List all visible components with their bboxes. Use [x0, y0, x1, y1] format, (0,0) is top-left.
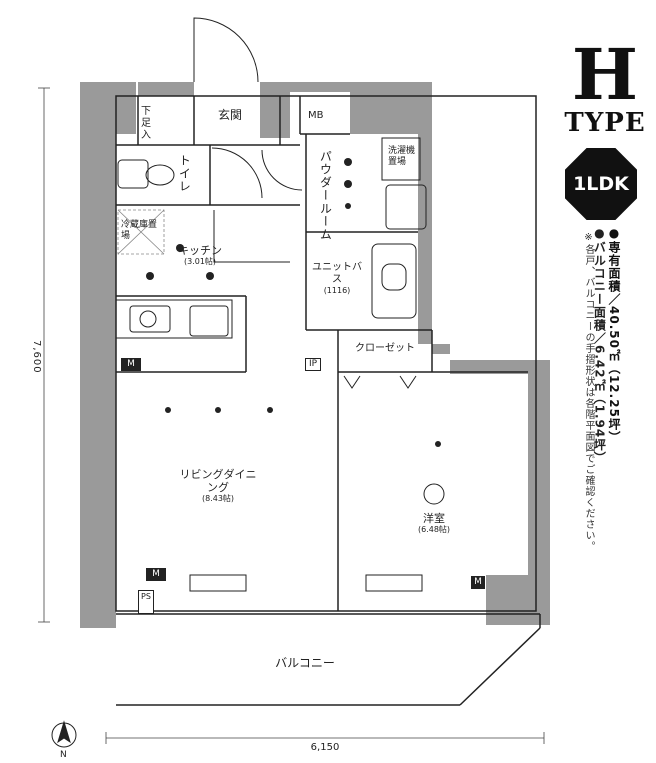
interior-walls — [115, 95, 541, 706]
room-bedroom: 洋室 (6.48帖) — [404, 512, 464, 535]
kitchen-name: キッチン — [178, 244, 222, 257]
kitchen-size: (3.01帖) — [183, 257, 217, 267]
room-genkan: 玄関 — [218, 108, 243, 122]
spec-area: ●専有面積／40.50㎡（12.25坪） — [607, 226, 621, 444]
room-closet: クローゼット — [355, 343, 415, 354]
compass-icon — [51, 720, 77, 748]
room-toilet: トイレ — [177, 154, 192, 193]
type-label: TYPE — [564, 108, 646, 138]
compass-label: N — [60, 750, 67, 760]
ip-label: IP — [305, 358, 321, 371]
outer-walls — [80, 82, 550, 628]
type-heading: H TYPE — [560, 33, 650, 139]
dimension-width: 6,150 — [310, 742, 340, 753]
meter-label-2: M — [146, 568, 166, 581]
room-washer: 洗濯機置場 — [388, 146, 416, 167]
room-balcony: バルコニー — [275, 656, 335, 670]
room-fridge: 冷蔵庫置場 — [121, 220, 158, 241]
meter-label-1: M — [121, 358, 141, 371]
spec-note: ※各戸、バルコニーの手摺形状は各階平面図でご確認ください。 — [583, 232, 594, 552]
layout-badge: 1LDK — [565, 148, 637, 220]
room-getabako: 下足入 — [141, 106, 151, 141]
living-name: リビングダイニング — [179, 468, 257, 495]
spec-area-text: ●専有面積／40.50㎡（12.25坪） — [606, 226, 623, 444]
bedroom-size: (6.48帖) — [417, 525, 451, 535]
devices — [146, 158, 441, 447]
room-living: リビングダイニング (8.43帖) — [178, 468, 258, 504]
living-size: (8.43帖) — [201, 494, 235, 504]
fixtures — [115, 137, 445, 592]
ps-label: PS — [138, 590, 154, 614]
meter-label-3: M — [471, 576, 485, 589]
bedroom-name: 洋室 — [423, 512, 445, 525]
room-kitchen: キッチン (3.01帖) — [170, 244, 230, 267]
bath-size: (1116) — [323, 286, 351, 295]
spec-balcony: ●バルコニー面積／6.42㎡（1.94坪） — [592, 226, 607, 465]
room-mb: MB — [308, 110, 324, 121]
doors — [193, 17, 417, 389]
type-letter: H — [571, 33, 639, 116]
room-powder: パウダールーム — [318, 150, 333, 241]
dimension-height: 7,600 — [31, 340, 42, 374]
fridge-hatch — [117, 209, 165, 255]
dimension-lines — [38, 87, 545, 744]
bath-name: ユニットバス — [312, 262, 362, 285]
room-bath: ユニットバス (1116) — [312, 262, 362, 296]
